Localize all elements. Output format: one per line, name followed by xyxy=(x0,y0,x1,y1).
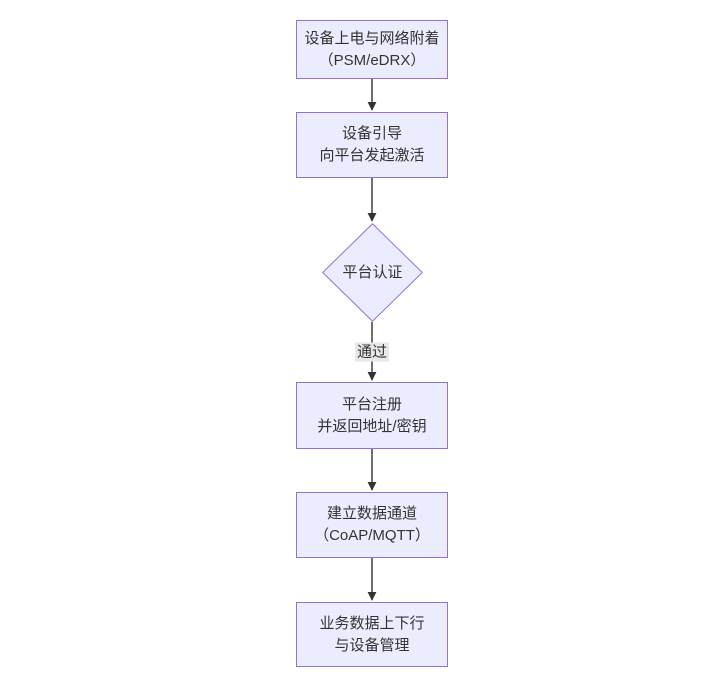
node-text-line: （CoAP/MQTT） xyxy=(314,527,430,544)
node-text-line: 设备引导 xyxy=(341,125,402,142)
node-text-line: 平台注册 xyxy=(341,395,402,413)
node-device-bootstrap: 设备引导 向平台发起激活 xyxy=(296,112,448,178)
node-text-line: 平台认证 xyxy=(342,263,403,281)
diamond-shape xyxy=(322,223,423,322)
node-text-line: 业务数据上下行 xyxy=(319,614,425,632)
node-text-line: 与设备管理 xyxy=(334,636,410,654)
node-text-line: 向平台发起激活 xyxy=(319,147,425,164)
node-text-line: （PSM/eDRX） xyxy=(318,51,426,69)
edge-label-pass: 通过 xyxy=(354,342,390,362)
node-text-line: 设备上电与网络附着 xyxy=(304,29,440,47)
node-platform-register: 平台注册 并返回地址/密钥 xyxy=(296,382,448,449)
node-text-line: 并返回地址/密钥 xyxy=(317,417,427,435)
node-data-channel: 建立数据通道 （CoAP/MQTT） xyxy=(296,492,448,558)
node-power-network-attach: 设备上电与网络附着 （PSM/eDRX） xyxy=(296,20,448,79)
node-text-line: 建立数据通道 xyxy=(326,505,417,522)
node-business-data-mgmt: 业务数据上下行 与设备管理 xyxy=(296,602,448,667)
node-platform-auth-decision: 平台认证 xyxy=(322,223,423,322)
